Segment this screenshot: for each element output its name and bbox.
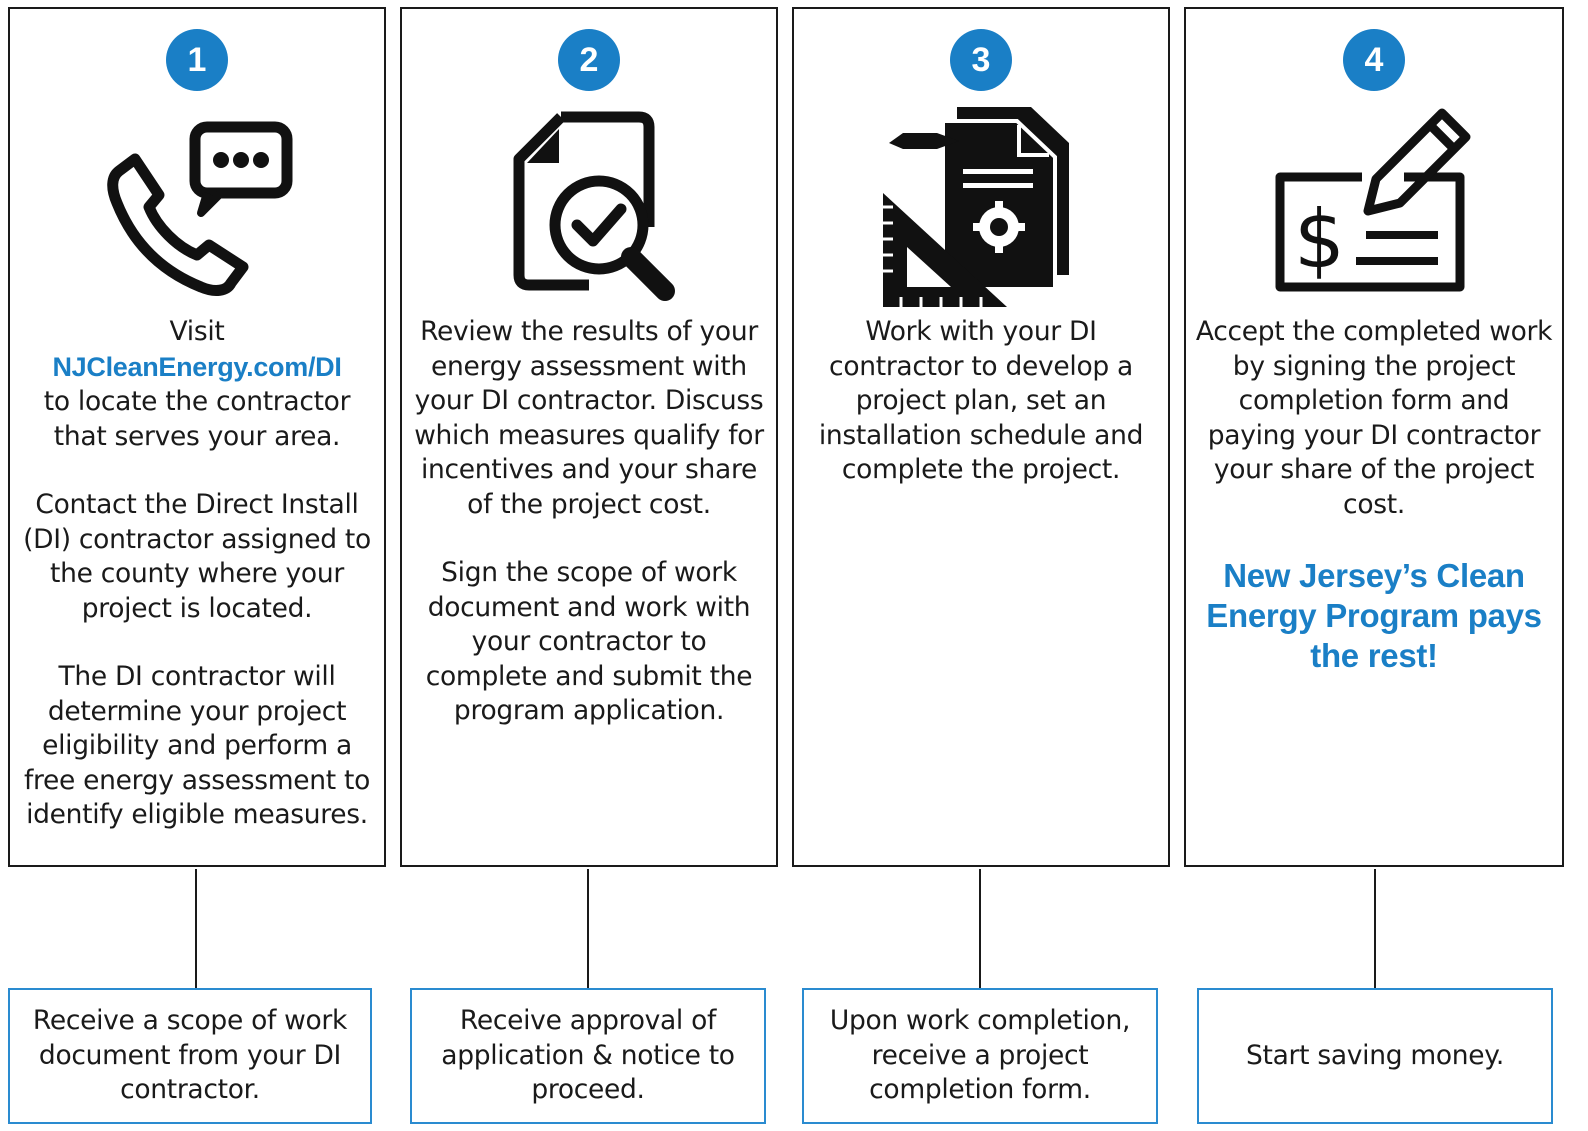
step-1-paragraph-3: The DI contractor will determine your pr… bbox=[23, 661, 371, 830]
step-card-1: 1 Visit NJCleanEnergy.com/DI to locate t… bbox=[8, 7, 386, 867]
step-1-paragraph-2: Contact the Direct Install (DI) contract… bbox=[23, 489, 371, 624]
project-plan-icon bbox=[881, 107, 1081, 307]
step-2-paragraph-1: Review the results of your energy assess… bbox=[414, 316, 764, 520]
njcleanenergy-link[interactable]: NJCleanEnergy.com/DI bbox=[52, 351, 342, 382]
result-box-1: Receive a scope of work document from yo… bbox=[8, 988, 372, 1124]
step-1-description: Visit NJCleanEnergy.com/DI to locate the… bbox=[16, 315, 378, 867]
program-pays-highlight: New Jersey’s Clean Energy Program pays t… bbox=[1206, 557, 1542, 674]
connector-line-4 bbox=[1374, 869, 1376, 989]
visit-after-text: to locate the contractor that serves you… bbox=[43, 386, 351, 452]
svg-text:$: $ bbox=[1294, 193, 1345, 286]
signed-check-icon: $ bbox=[1274, 107, 1474, 307]
step-3-description: Work with your DI contractor to develop … bbox=[800, 315, 1162, 522]
phone-chat-icon bbox=[97, 107, 297, 307]
connector-line-3 bbox=[979, 869, 981, 989]
connector-line-2 bbox=[587, 869, 589, 989]
step-4-description: Accept the completed work by signing the… bbox=[1192, 315, 1556, 710]
result-box-3: Upon work completion, receive a project … bbox=[802, 988, 1158, 1124]
step-2-description: Review the results of your energy assess… bbox=[408, 315, 770, 763]
step-card-2: 2 Review the results of your energy asse… bbox=[400, 7, 778, 867]
step-number-badge: 4 bbox=[1343, 29, 1405, 91]
step-card-4: 4 $ Accept the completed work by signing… bbox=[1184, 7, 1564, 867]
result-box-2: Receive approval of application & notice… bbox=[410, 988, 766, 1124]
step-card-3: 3 bbox=[792, 7, 1170, 867]
step-number-badge: 2 bbox=[558, 29, 620, 91]
step-number-badge: 1 bbox=[166, 29, 228, 91]
document-review-icon bbox=[489, 107, 689, 307]
step-2-paragraph-2: Sign the scope of work document and work… bbox=[425, 557, 753, 726]
step-3-paragraph-1: Work with your DI contractor to develop … bbox=[818, 316, 1144, 485]
connector-line-1 bbox=[195, 869, 197, 989]
result-box-4: Start saving money. bbox=[1197, 988, 1553, 1124]
step-number-badge: 3 bbox=[950, 29, 1012, 91]
step-4-paragraph-1: Accept the completed work by signing the… bbox=[1195, 316, 1553, 520]
visit-text: Visit bbox=[169, 316, 225, 347]
